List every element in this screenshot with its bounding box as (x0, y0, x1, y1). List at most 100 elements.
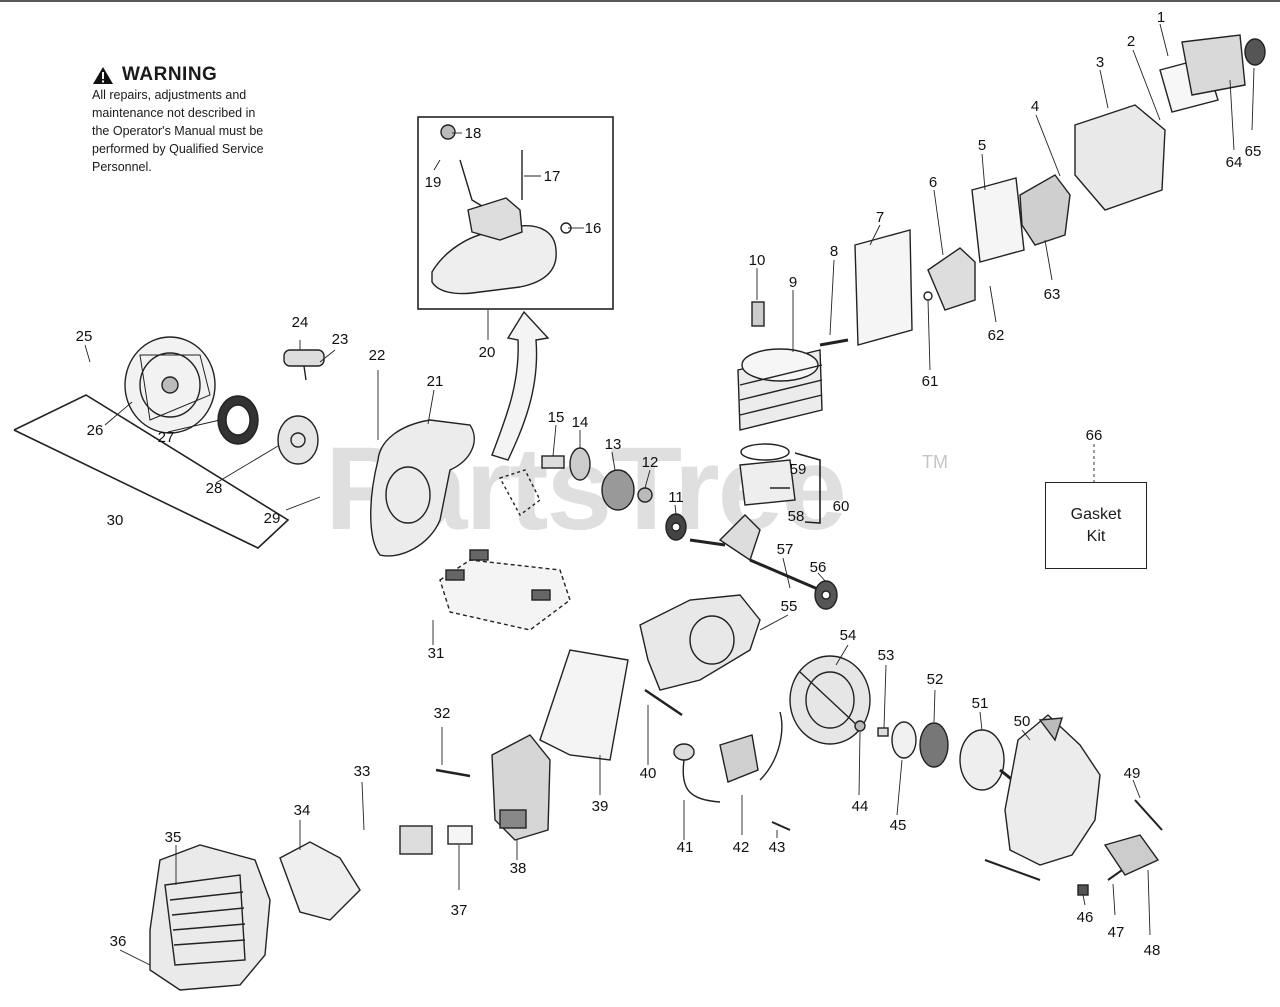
starter-handle-part (283, 349, 325, 381)
warning-line: maintenance not described in (92, 106, 256, 120)
callout-18: 18 (465, 125, 482, 142)
callout-25: 25 (76, 328, 93, 345)
warning-triangle-icon (93, 67, 113, 84)
callout-13: 13 (605, 436, 622, 453)
callout-59: 59 (790, 461, 807, 478)
base-plate-part (439, 549, 571, 631)
watermark-tm: TM (922, 452, 948, 472)
assembly-bracket-30 (13, 394, 290, 549)
callout-40: 40 (640, 765, 657, 782)
callout-16: 16 (585, 220, 602, 237)
callout-15: 15 (548, 409, 565, 426)
callout-56: 56 (810, 559, 827, 576)
callout-65: 65 (1245, 143, 1262, 160)
warning-title: WARNING (92, 64, 332, 86)
callout-43: 43 (769, 839, 786, 856)
callout-64: 64 (1226, 154, 1243, 171)
flywheel-part (789, 655, 871, 745)
shroud-part (149, 844, 271, 991)
warning-line: performed by Qualified Service (92, 142, 264, 156)
callout-41: 41 (677, 839, 694, 856)
callout-60: 60 (833, 498, 850, 515)
callout-53: 53 (878, 647, 895, 664)
warning-line: All repairs, adjustments and (92, 88, 247, 102)
callout-45: 45 (890, 817, 907, 834)
screw-43 (771, 821, 791, 831)
warning-line: the Operator's Manual must be (92, 124, 264, 138)
crankcase-part (639, 594, 761, 691)
callout-32: 32 (434, 705, 451, 722)
callout-3: 3 (1096, 54, 1104, 71)
callout-4: 4 (1031, 98, 1039, 115)
gasket-plate-part (854, 229, 913, 346)
gasket-kit-box: Gasket Kit (1045, 482, 1147, 569)
warning-line: Personnel. (92, 160, 152, 174)
warning-notice: WARNING All repairs, adjustments and mai… (92, 64, 332, 176)
fuel-tank-part-38 (491, 734, 551, 841)
callout-10: 10 (749, 252, 766, 269)
clutch-parts (498, 447, 653, 517)
callout-42: 42 (733, 839, 750, 856)
callout-58: 58 (788, 508, 805, 525)
air-box-part (1074, 104, 1166, 211)
knob-part (1244, 38, 1266, 66)
callout-21: 21 (427, 373, 444, 390)
label-37 (447, 825, 473, 845)
callout-55: 55 (781, 598, 798, 615)
bearing-part (814, 580, 838, 610)
callout-7: 7 (876, 209, 884, 226)
leader-lines (84, 23, 1255, 966)
crankcase-cover-part (370, 419, 475, 557)
cylinder-cover-part (279, 841, 361, 921)
screw-49 (1134, 799, 1163, 831)
o-ring-61 (923, 291, 933, 301)
pulley-part (277, 415, 319, 465)
callout-19: 19 (425, 174, 442, 191)
spark-plug-part (751, 301, 765, 327)
gasket-kit-line1: Gasket (1070, 505, 1122, 523)
callout-36: 36 (110, 933, 127, 950)
callout-38: 38 (510, 860, 527, 877)
seal-part (665, 513, 687, 541)
callout-57: 57 (777, 541, 794, 558)
bracket-48 (1103, 834, 1160, 876)
screws-40 (644, 688, 683, 717)
callout-47: 47 (1108, 924, 1125, 941)
callout-5: 5 (978, 137, 986, 154)
clutch-disc-part (891, 721, 917, 759)
callout-6: 6 (929, 174, 937, 191)
callout-14: 14 (572, 414, 589, 431)
callout-9: 9 (789, 274, 797, 291)
callout-35: 35 (165, 829, 182, 846)
callout-8: 8 (830, 243, 838, 260)
screws-32 (435, 768, 471, 778)
crankshaft-part (689, 514, 821, 592)
callout-66: 66 (1086, 427, 1103, 444)
callout-51: 51 (972, 695, 989, 712)
curved-arrow (491, 310, 550, 461)
callout-20: 20 (479, 344, 496, 361)
callout-61: 61 (922, 373, 939, 390)
piston-bracket (794, 452, 821, 524)
callout-29: 29 (264, 510, 281, 527)
clutch-housing-part (984, 714, 1101, 881)
clutch-shoe-part (919, 722, 949, 768)
heat-shield-part (539, 649, 629, 761)
ignition-coil-part (719, 711, 783, 783)
gasket-kit-line2: Kit (1086, 527, 1106, 545)
nut-46 (1077, 884, 1089, 896)
callout-23: 23 (332, 331, 349, 348)
fuel-tank-inset-box (417, 116, 614, 310)
callout-49: 49 (1124, 765, 1141, 782)
ignition-boot-part (673, 743, 721, 803)
callout-50: 50 (1014, 713, 1031, 730)
callout-37: 37 (451, 902, 468, 919)
callout-44: 44 (852, 798, 869, 815)
carb-gasket-part (971, 177, 1025, 263)
callout-12: 12 (642, 454, 659, 471)
starter-housing-part (124, 336, 216, 434)
recoil-spring-part (217, 395, 259, 445)
piston-part (739, 443, 796, 506)
